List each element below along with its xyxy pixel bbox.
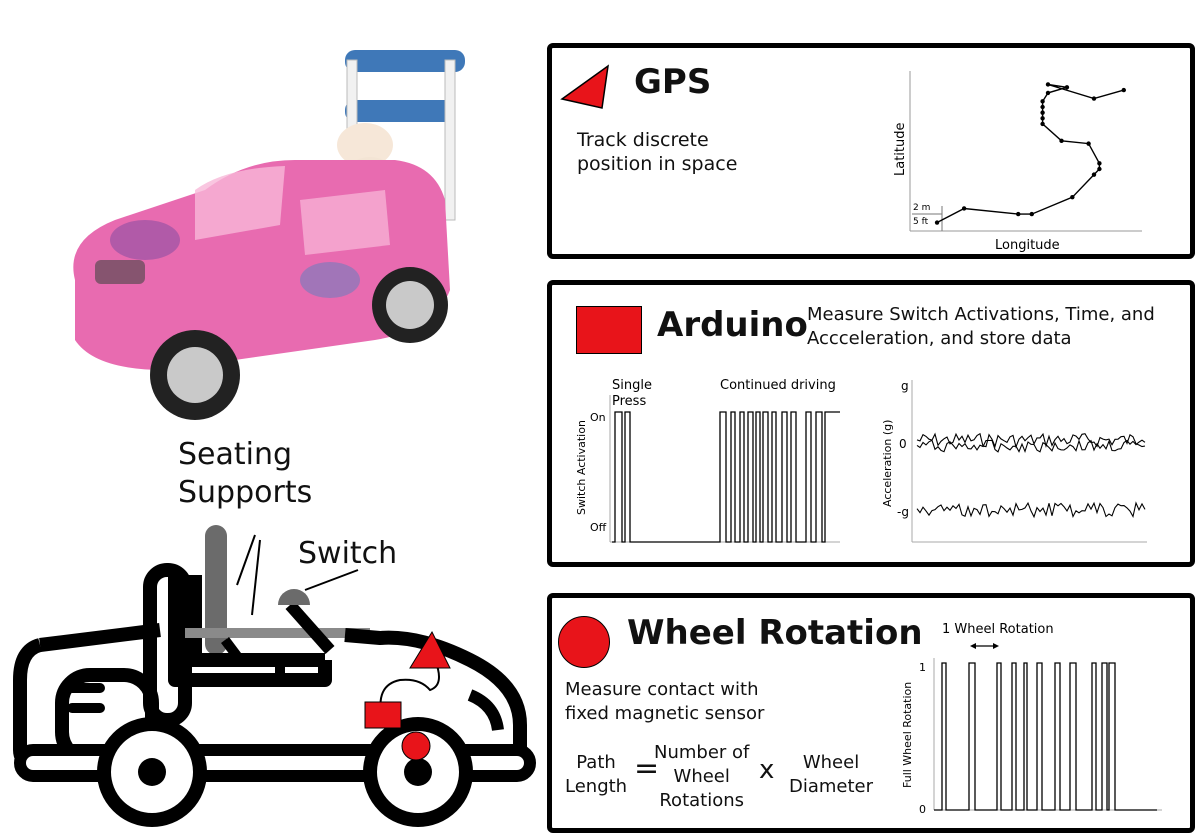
switch-signal-line <box>612 411 840 543</box>
annot-single-2: Press <box>612 394 646 409</box>
accel-series-1 <box>916 432 1146 449</box>
gps-scale-5ft: 5 ft <box>913 217 929 227</box>
gps-track-chart: Latitude Longitude 2 m 5 ft <box>893 71 1142 253</box>
wheel-annot: 1 Wheel Rotation <box>942 622 1054 637</box>
car-schematic <box>13 525 536 827</box>
wheel-tick-0: 0 <box>919 803 926 816</box>
gps-point <box>1040 99 1045 104</box>
ride-on-car-photo <box>73 50 465 420</box>
gps-point <box>1045 82 1051 87</box>
accel-ylabel: Acceleration (g) <box>881 420 894 507</box>
gps-point <box>1091 96 1097 101</box>
circle-icon <box>558 616 610 668</box>
gps-marker-icon <box>409 630 451 669</box>
gps-point <box>1040 121 1045 127</box>
wheel-signal-line <box>934 662 1157 811</box>
accel-series-2 <box>916 439 1146 454</box>
arduino-marker-icon <box>364 701 402 729</box>
gps-title: GPS <box>634 62 712 102</box>
gps-point <box>1040 116 1045 121</box>
eq-mid-line-3: Rotations <box>659 790 745 811</box>
gps-point <box>1016 211 1021 217</box>
wheel-ylabel: Full Wheel Rotation <box>901 682 914 788</box>
gps-desc-line-1: Track discrete <box>577 129 709 151</box>
annot-single-1: Single <box>612 378 652 393</box>
wheel-sensor-marker-icon <box>401 731 431 761</box>
wheel-rotation-panel: Wheel Rotation Measure contact with fixe… <box>547 593 1195 833</box>
gps-point <box>1091 172 1097 177</box>
annot-continued: Continued driving <box>720 378 836 393</box>
arduino-title: Arduino <box>657 305 808 345</box>
eq-lhs-line-1: Path <box>576 752 616 773</box>
gps-point <box>1040 110 1045 115</box>
gps-point <box>1045 90 1051 96</box>
wheel-desc-line-1: Measure contact with <box>565 679 759 700</box>
tick-on: On <box>590 411 606 424</box>
accel-series-3 <box>916 501 1146 519</box>
eq-mid: Number of Wheel Rotations <box>654 741 749 813</box>
wheel-rotation-chart: 1 Wheel Rotation Full Wheel Rotation 1 0 <box>901 622 1162 816</box>
arduino-description: Measure Switch Activations, Time, and Ac… <box>807 303 1155 351</box>
gps-point <box>1121 87 1126 93</box>
gps-point <box>1097 166 1102 172</box>
gps-track-series <box>934 82 1126 225</box>
wheel-tick-1: 1 <box>919 661 926 674</box>
seating-supports-label: Seating Supports <box>178 436 312 512</box>
gps-desc-line-2: position in space <box>577 153 738 175</box>
gps-point <box>1070 194 1075 200</box>
switch-ylabel: Switch Activation <box>575 420 588 515</box>
acceleration-chart: Acceleration (g) g 0 -g <box>881 379 1147 543</box>
wheel-title: Wheel Rotation <box>627 613 923 653</box>
eq-rhs-line-2: Diameter <box>789 776 874 797</box>
tick-neg-g: -g <box>897 505 909 519</box>
gps-ylabel: Latitude <box>893 122 908 176</box>
eq-lhs-line-2: Length <box>565 776 628 797</box>
eq-rhs-line-1: Wheel <box>802 752 860 773</box>
gps-point <box>1097 161 1102 166</box>
eq-equals: = <box>634 751 660 786</box>
triangle-icon <box>560 64 609 109</box>
tick-g: g <box>901 379 909 393</box>
gps-point <box>1040 104 1045 110</box>
switch-activation-chart: Switch Activation On Off Single Press Co… <box>575 378 840 543</box>
arduino-panel: Arduino Measure Switch Activations, Time… <box>547 280 1195 567</box>
eq-rhs: Wheel Diameter <box>789 751 873 799</box>
gps-point <box>934 220 940 225</box>
seating-label-line-2: Supports <box>178 475 313 510</box>
gps-point <box>961 206 967 211</box>
eq-times: x <box>759 755 775 785</box>
gps-description: Track discrete position in space <box>577 128 737 176</box>
eq-mid-line-1: Number of <box>654 742 750 763</box>
wheel-description: Measure contact with fixed magnetic sens… <box>565 678 764 726</box>
gps-point <box>1086 141 1091 146</box>
gps-panel: GPS Track discrete position in space Lat… <box>547 43 1195 259</box>
gps-scale-2m: 2 m <box>913 203 930 213</box>
eq-mid-line-2: Wheel <box>673 766 730 787</box>
square-icon <box>576 306 642 354</box>
gps-point <box>1064 85 1070 90</box>
switch-label: Switch <box>298 536 398 571</box>
gps-point <box>1059 138 1064 144</box>
eq-lhs: Path Length <box>565 751 627 799</box>
seating-label-line-1: Seating <box>178 437 293 472</box>
gps-xlabel: Longitude <box>995 238 1060 253</box>
arduino-desc-line-2: Accceleration, and store data <box>807 328 1072 349</box>
wheel-desc-line-2: fixed magnetic sensor <box>565 703 765 724</box>
gps-point <box>1029 211 1034 217</box>
gps-track-line <box>936 83 1124 224</box>
tick-off: Off <box>590 521 607 534</box>
arduino-desc-line-1: Measure Switch Activations, Time, and <box>807 304 1155 325</box>
tick-zero: 0 <box>899 437 907 451</box>
